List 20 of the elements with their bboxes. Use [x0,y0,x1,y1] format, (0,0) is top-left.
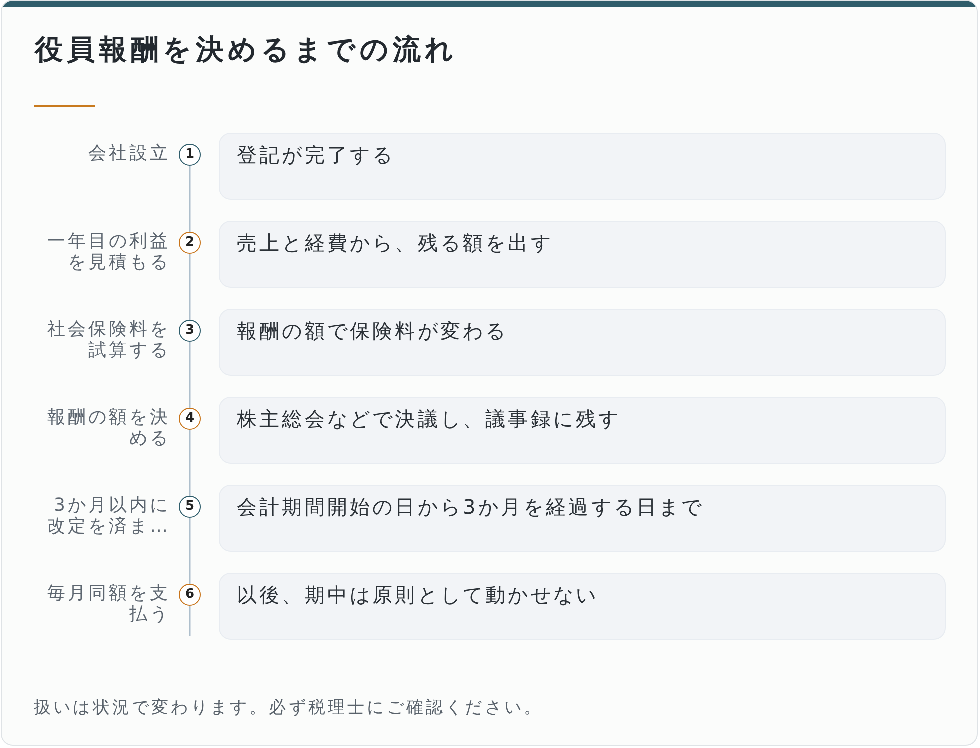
timeline-line [189,166,191,232]
step-description: 株主総会などで決議し、議事録に残す [237,406,622,432]
step-description: 登記が完了する [237,142,396,168]
title: 役員報酬を決めるまでの流れ [35,32,458,68]
step-description: 以後、期中は原則として動かせない [237,582,599,608]
step-description: 報酬の額で保険料が変わる [237,318,508,344]
footnote: 扱いは状況で変わります。必ず税理士にご確認ください。 [34,697,544,719]
step-label: 会社設立 [88,143,170,164]
step-description: 会計期間開始の日から3か月を経過する日まで [237,494,704,520]
step-label: 報酬の額を決める [46,407,170,449]
step-description: 売上と経費から、残る額を出す [237,230,554,256]
timeline-line [189,518,191,584]
timeline-line [189,342,191,408]
step-label: 一年目の利益を見積もる [46,231,170,273]
step-label: 毎月同額を支払う [46,583,170,625]
timeline-line [189,606,191,636]
timeline-line [189,430,191,496]
step-label: 3か月以内に改定を済ま… [46,495,170,537]
timeline-line [189,254,191,320]
step-label: 社会保険料を試算する [46,319,170,361]
